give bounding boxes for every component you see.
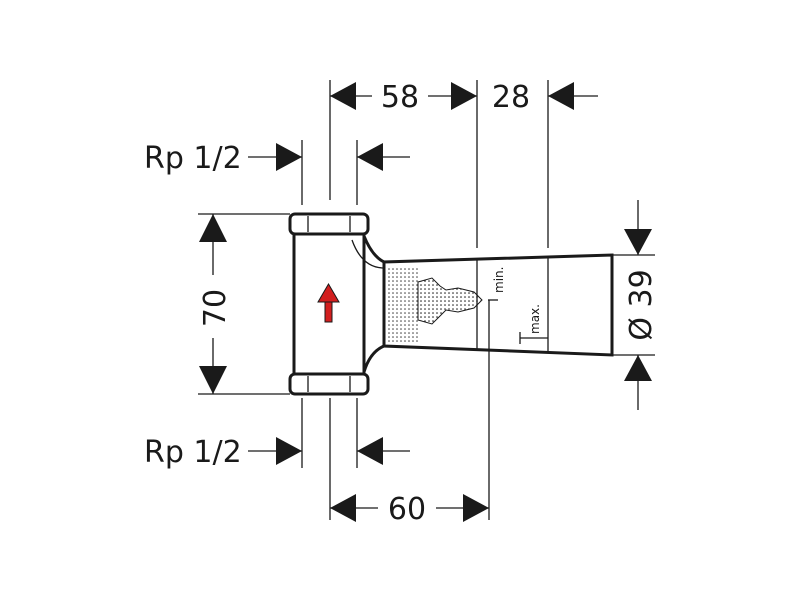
sleeve: [382, 253, 614, 357]
arrowhead: [199, 366, 227, 394]
diameter-39-label: Ø 39: [624, 269, 659, 340]
diameter-dimension-group: Ø 39: [612, 200, 659, 410]
bottom-dimension-group: 60: [329, 300, 490, 527]
arrowhead: [624, 229, 652, 255]
dimension-58-label: 58: [381, 80, 419, 115]
dimension-60-label: 60: [388, 492, 426, 527]
arrowhead: [451, 82, 477, 110]
arrowhead: [276, 143, 302, 171]
dimension-28-label: 28: [492, 80, 530, 115]
neck-upper: [362, 235, 385, 264]
flow-arrow-head: [317, 283, 340, 303]
arrowhead: [357, 437, 383, 465]
arrowhead: [624, 355, 652, 381]
arrowhead: [330, 82, 356, 110]
thread-bottom-label: Rp 1/2: [144, 435, 242, 470]
top-nut: [288, 212, 370, 236]
thread-top-dimension-group: Rp 1/2: [144, 140, 410, 205]
thread-bottom-dimension-group: Rp 1/2: [144, 398, 410, 470]
cartridge-stem: [417, 277, 483, 325]
thread-top-label: Rp 1/2: [144, 141, 242, 176]
max-label: max.: [528, 304, 542, 334]
arrowhead: [276, 437, 302, 465]
top-dimension-group: 58 28: [329, 80, 598, 248]
arrowhead: [548, 82, 574, 110]
neck-lower: [362, 344, 385, 373]
arrowhead: [463, 494, 489, 522]
bottom-nut: [288, 372, 370, 396]
arrowhead: [357, 143, 383, 171]
valve-body: min. max.: [288, 212, 614, 396]
cartridge-dotted-area: [386, 266, 418, 342]
flow-direction-arrow: [317, 283, 340, 323]
height-dimension-group: 70: [198, 213, 290, 395]
dimension-70-label: 70: [198, 289, 233, 327]
flow-arrow-shaft: [324, 299, 333, 323]
arrowhead: [199, 214, 227, 242]
arrowhead: [330, 494, 356, 522]
min-label: min.: [492, 267, 506, 293]
